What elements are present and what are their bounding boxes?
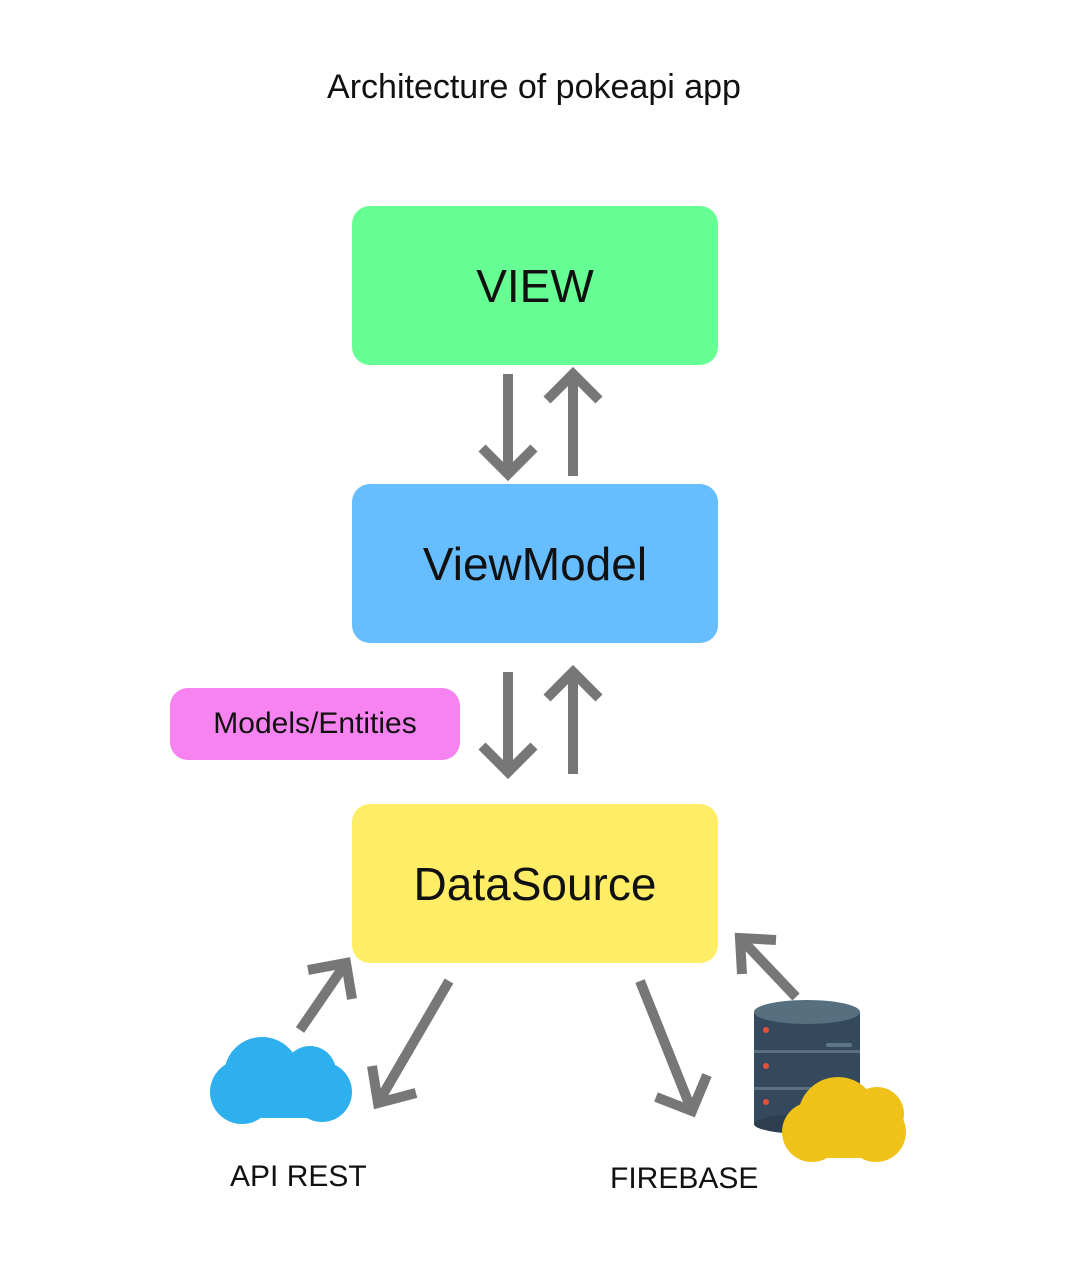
arrow-datasource-to-viewmodel: [543, 664, 603, 774]
view-node-label: VIEW: [476, 259, 594, 312]
viewmodel-node: ViewModel: [352, 484, 718, 643]
arrow-viewmodel-to-view: [543, 366, 603, 476]
diagram-title: Architecture of pokeapi app: [327, 68, 741, 106]
models-entities-label: Models/Entities: [213, 707, 417, 740]
view-node: VIEW: [352, 206, 718, 365]
arrow-view-to-viewmodel: [478, 374, 538, 482]
datasource-node: DataSource: [352, 804, 718, 963]
cloud-icon: [782, 1077, 906, 1162]
arrow-datasource-to-firebase: [635, 979, 712, 1118]
arrow-viewmodel-to-datasource: [478, 672, 538, 780]
datasource-node-label: DataSource: [413, 857, 657, 910]
cloud-icon: [210, 1037, 352, 1124]
arrow-datasource-to-api: [367, 978, 454, 1110]
api-rest-label: API REST: [230, 1160, 367, 1193]
firebase-label: FIREBASE: [610, 1162, 759, 1195]
viewmodel-node-label: ViewModel: [422, 537, 648, 590]
arrow-firebase-to-datasource: [734, 932, 800, 1001]
arrow-api-to-datasource: [295, 957, 357, 1033]
models-entities-tag: Models/Entities: [170, 688, 460, 760]
